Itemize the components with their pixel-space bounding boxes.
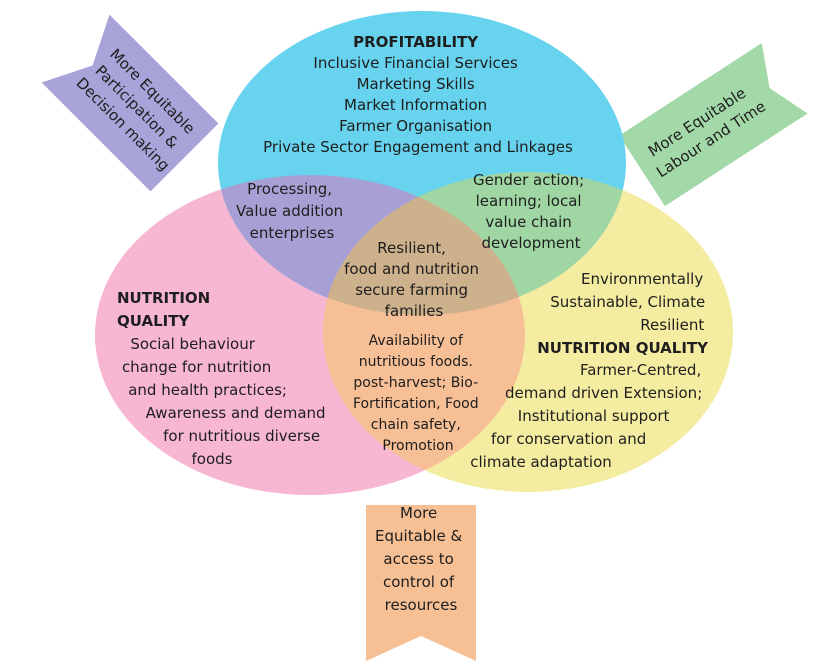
center-line: food and nutrition — [344, 260, 479, 278]
overlap-availability-line: chain safety, — [371, 417, 461, 433]
arrow-resources-line: control of — [383, 573, 455, 591]
nutrition-left-line: and health practices; — [128, 381, 287, 399]
nutrition-left-title: NUTRITION — [117, 289, 210, 307]
arrow-labour-shape — [619, 43, 808, 207]
environment-right-title: NUTRITION QUALITY — [537, 339, 709, 357]
profitability-line: Farmer Organisation — [339, 117, 492, 135]
nutrition-left-line: Awareness and demand — [146, 404, 326, 422]
environment-right-line: Resilient — [640, 316, 704, 334]
environment-right-line: Sustainable, Climate — [550, 293, 705, 311]
overlap-availability-text: Availability of nutritious foods. post-h… — [353, 333, 483, 454]
overlap-gender-line: development — [482, 234, 581, 252]
nutrition-left-title: QUALITY — [117, 312, 190, 330]
arrow-resources-text: More Equitable & access to control of re… — [375, 504, 467, 614]
environment-right-line: demand driven Extension; — [505, 384, 702, 402]
environment-right-line: Institutional support — [518, 407, 670, 425]
profitability-line: Inclusive Financial Services — [313, 54, 518, 72]
arrow-resources-line: More — [400, 504, 437, 522]
nutrition-left-body: Social behaviour change for nutrition an… — [122, 335, 330, 468]
profitability-line: Marketing Skills — [357, 75, 475, 93]
arrow-resources-line: Equitable & — [375, 527, 462, 545]
overlap-availability-line: Availability of — [369, 333, 464, 349]
profitability-line: Market Information — [344, 96, 487, 114]
environment-right-line: for conservation and — [491, 430, 646, 448]
environment-right-body: Farmer-Centred, demand driven Extension;… — [470, 361, 707, 471]
overlap-gender-text: Gender action; learning; local value cha… — [473, 171, 589, 252]
overlap-availability-line: Promotion — [382, 438, 453, 454]
arrow-resources-shape — [366, 505, 476, 661]
nutrition-left-line: for nutritious diverse — [163, 427, 320, 445]
arrow-resources-line: resources — [385, 596, 458, 614]
overlap-processing-text: Processing, Value addition enterprises — [236, 180, 348, 242]
overlap-gender-line: value chain — [485, 213, 571, 231]
arrow-labour: More Equitable Labour and Time — [619, 43, 808, 207]
center-line: Resilient, — [377, 239, 446, 257]
overlap-processing-line: Processing, — [247, 180, 332, 198]
profitability-line: Private Sector Engagement and Linkages — [263, 138, 573, 156]
nutrition-left-line: Social behaviour — [130, 335, 255, 353]
overlap-availability-line: nutritious foods. — [359, 354, 473, 370]
overlap-gender-line: Gender action; — [473, 171, 584, 189]
overlap-processing-line: Value addition — [236, 202, 343, 220]
svg-text:Availability of nutritio: Availability of nutritious foods. post-h… — [353, 333, 483, 454]
arrow-resources-line: access to — [383, 550, 453, 568]
profitability-text: PROFITABILITY Inclusive Financial Servic… — [263, 33, 573, 156]
overlap-center-region — [323, 175, 525, 315]
center-line: families — [385, 302, 444, 320]
nutrition-left-line: change for nutrition — [122, 358, 271, 376]
profitability-title: PROFITABILITY — [353, 33, 479, 51]
nutrition-left-text: NUTRITION QUALITY — [117, 289, 215, 330]
environment-right-text: Environmentally Sustainable, Climate Res… — [537, 270, 710, 357]
overlap-availability-line: Fortification, Food — [353, 396, 479, 412]
center-text: Resilient, food and nutrition secure far… — [344, 239, 484, 320]
center-line: secure farming — [355, 281, 468, 299]
arrow-participation-shape — [41, 14, 219, 192]
overlap-availability-line: post-harvest; Bio- — [353, 375, 478, 391]
overlap-processing-line: enterprises — [250, 224, 335, 242]
arrow-participation: More Equitable Participation & Decision … — [41, 14, 219, 192]
nutrition-left-line: foods — [192, 450, 233, 468]
environment-right-line: climate adaptation — [470, 453, 612, 471]
environment-right-line: Environmentally — [581, 270, 703, 288]
overlap-gender-line: learning; local — [476, 192, 582, 210]
environment-right-line: Farmer-Centred, — [580, 361, 701, 379]
